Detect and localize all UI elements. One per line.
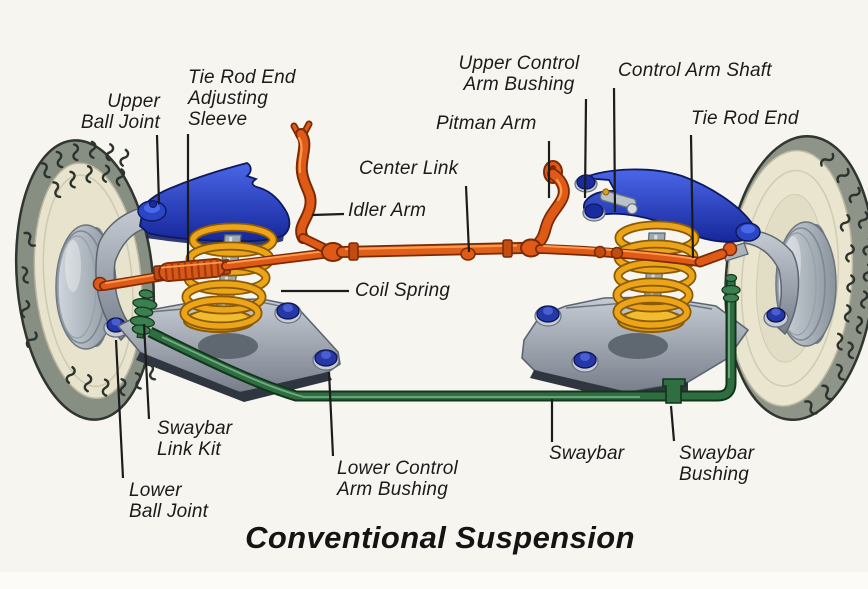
label-swaybar-bushing: Swaybar Bushing bbox=[679, 443, 755, 485]
label-tie-rod-end-adjusting-sleeve: Tie Rod End Adjusting Sleeve bbox=[188, 67, 296, 130]
idler-arm-part bbox=[290, 120, 335, 256]
right-lower-ball-joint-part bbox=[763, 307, 789, 328]
upper-ball-joint-part bbox=[137, 200, 167, 222]
right-upper-ball-joint-part bbox=[735, 222, 761, 242]
leader-lower-ball-joint bbox=[114, 339, 125, 479]
control-arm-shaft-part bbox=[599, 188, 638, 215]
label-swaybar: Swaybar bbox=[549, 443, 625, 464]
label-upper-control-arm-bushing: Upper Control Arm Bushing bbox=[458, 53, 580, 95]
leader-lines bbox=[114, 87, 695, 479]
bottom-margin bbox=[0, 572, 868, 589]
leader-idler-arm bbox=[311, 212, 345, 217]
right-arm-bushing-2 bbox=[571, 351, 599, 373]
label-idler-arm: Idler Arm bbox=[348, 200, 427, 221]
leader-upper-control-arm-bushing bbox=[583, 98, 588, 199]
coil-spring-left bbox=[179, 222, 278, 333]
label-center-link: Center Link bbox=[359, 158, 459, 179]
tie-rod-adjusting-sleeve-part bbox=[152, 258, 232, 282]
label-control-arm-shaft: Control Arm Shaft bbox=[618, 60, 772, 81]
leader-lower-control-arm-bushing bbox=[327, 371, 335, 457]
label-lower-ball-joint: Lower Ball Joint bbox=[129, 480, 209, 522]
label-pitman-arm: Pitman Arm bbox=[436, 113, 537, 134]
leader-swaybar-link-kit bbox=[142, 323, 151, 420]
leader-control-arm-shaft bbox=[612, 87, 617, 213]
right-tie-rod-part bbox=[535, 244, 728, 268]
right-steering-knuckle bbox=[721, 230, 800, 336]
right-upper-control-arm bbox=[574, 168, 761, 243]
leader-center-link bbox=[464, 185, 471, 253]
right-arm-bushing-1 bbox=[534, 305, 562, 327]
leader-upper-ball-joint bbox=[155, 134, 161, 205]
label-upper-ball-joint: Upper Ball Joint bbox=[80, 91, 160, 133]
pitman-arm-part bbox=[520, 160, 570, 258]
left-arm-bushing-2 bbox=[312, 349, 340, 371]
label-coil-spring: Coil Spring bbox=[355, 280, 451, 301]
swaybar-bushing-part bbox=[662, 378, 686, 404]
right-swaybar-link-part bbox=[721, 273, 741, 303]
swaybar-part bbox=[129, 273, 741, 404]
diagram-title: Conventional Suspension bbox=[245, 520, 635, 555]
center-link-part bbox=[336, 239, 528, 261]
left-arm-bushing-1 bbox=[274, 302, 302, 324]
leader-swaybar-bushing bbox=[669, 405, 676, 442]
coil-spring-right bbox=[612, 220, 700, 333]
label-swaybar-link-kit: Swaybar Link Kit bbox=[157, 418, 233, 460]
swaybar-link-kit-part bbox=[129, 289, 158, 339]
label-tie-rod-end: Tie Rod End bbox=[691, 108, 799, 129]
steering-linkage bbox=[99, 120, 728, 291]
label-lower-control-arm-bushing: Lower Control Arm Bushing bbox=[337, 458, 458, 500]
leader-tie-rod-end bbox=[689, 134, 695, 259]
